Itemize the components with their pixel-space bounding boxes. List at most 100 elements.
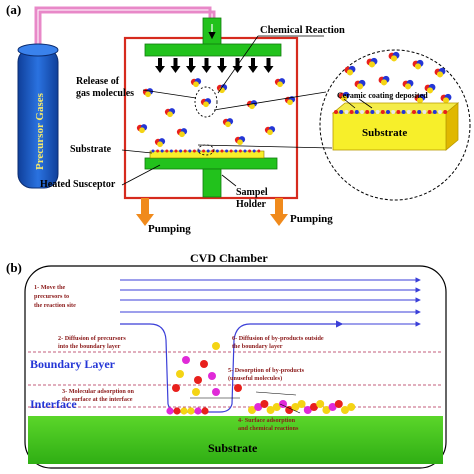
- coating-dot: [151, 149, 155, 153]
- surface-dot: [187, 407, 195, 415]
- leader-lines-a: [121, 35, 373, 187]
- molecule-dot: [182, 356, 190, 364]
- gas-feed-pipe: [34, 6, 216, 50]
- coating-dot: [169, 149, 173, 153]
- pumping-right-label: Pumping: [290, 213, 333, 225]
- step1-line2: precursors to: [34, 293, 69, 300]
- surface-dot: [297, 400, 306, 408]
- down-arrow: [220, 58, 224, 66]
- molecule: [264, 126, 276, 136]
- step5-line2: (unuseful molecules): [228, 375, 282, 382]
- inset-coating-dot: [443, 110, 448, 114]
- molecule-dot: [172, 384, 180, 392]
- down-arrow-head: [186, 66, 196, 73]
- heated-susceptor-label: Heated Susceptor: [40, 179, 116, 190]
- pumping-left-label: Pumping: [148, 223, 191, 235]
- panel-b-tag: (b): [6, 260, 22, 275]
- molecule: [424, 83, 436, 94]
- cvd-chamber-title: CVD Chamber: [190, 251, 268, 265]
- step4-line2: and chemical reactions: [238, 425, 299, 432]
- coating-dot: [188, 149, 192, 153]
- release-label-line1: Release of: [76, 76, 120, 87]
- coating-dot: [165, 149, 169, 153]
- coating-dot: [229, 149, 233, 153]
- down-arrow: [173, 58, 178, 66]
- inset-coating-dot: [380, 110, 385, 114]
- coating-dot: [202, 149, 206, 153]
- molecule: [164, 108, 176, 118]
- down-arrow: [251, 58, 255, 66]
- inset-coating-dot: [375, 110, 380, 114]
- down-arrow-head: [232, 66, 243, 73]
- surface-dot: [194, 407, 202, 415]
- molecule: [440, 93, 452, 104]
- inset-coating-dot: [349, 110, 354, 114]
- molecule: [222, 118, 234, 128]
- step4-line1: 4- Surface adsorption: [238, 417, 296, 424]
- inset-coating-dot: [354, 110, 359, 114]
- molecule: [338, 91, 350, 102]
- coating-dot: [215, 149, 219, 153]
- molecule: [216, 84, 228, 94]
- molecule-dot: [194, 376, 202, 384]
- panel-a-tag: (a): [6, 2, 21, 17]
- molecule-dot: [192, 388, 200, 396]
- step2-line1: 2- Diffusion of precursors: [58, 335, 126, 342]
- inset-coating-dot: [438, 110, 442, 114]
- down-arrow: [204, 58, 209, 66]
- surface-dot: [347, 403, 356, 411]
- inset-coating-layer: [334, 110, 448, 114]
- molecule: [344, 65, 356, 76]
- molecule: [366, 57, 378, 68]
- surface-dot: [260, 400, 269, 408]
- gas-flow-arrows: [155, 58, 274, 73]
- gas-molecules: [136, 78, 296, 148]
- panel-b-molecules: [172, 342, 242, 396]
- inset-coating-dot: [360, 110, 364, 114]
- coating-dot: [243, 149, 247, 153]
- coating-dot: [238, 149, 242, 153]
- molecule: [142, 88, 154, 98]
- coating-dot: [206, 149, 210, 153]
- pumping-arrow-left: [136, 198, 154, 226]
- molecule: [176, 128, 188, 138]
- coating-dot: [192, 149, 196, 153]
- inset-coating-dot: [386, 110, 390, 114]
- step6-line2: the boundary layer: [232, 343, 283, 350]
- inset-coating-dot: [417, 110, 422, 114]
- surface-dot: [272, 403, 281, 411]
- coating-dot: [220, 149, 224, 153]
- coating-dot: [234, 149, 238, 153]
- surface-dot: [328, 403, 337, 411]
- chemical-reaction-label: Chemical Reaction: [260, 25, 345, 36]
- inset-coating-dot: [401, 110, 406, 114]
- coating-dot: [252, 149, 256, 153]
- down-arrow-head: [170, 66, 181, 73]
- down-arrow: [266, 58, 271, 66]
- down-arrow: [189, 58, 193, 66]
- down-arrow-head: [248, 66, 258, 73]
- substrate-highlight: [197, 144, 215, 156]
- inset-coating-dot: [365, 110, 370, 114]
- coating-dots: [151, 149, 261, 153]
- coating-dot: [156, 149, 160, 153]
- inset-coating-dot: [432, 110, 437, 114]
- surface-dot: [266, 406, 275, 414]
- precursor-gases-label: Precursor Gases: [34, 92, 46, 170]
- molecule: [402, 79, 414, 90]
- surface-dot: [248, 406, 256, 414]
- molecule: [274, 78, 286, 88]
- inset-coating-dot: [422, 110, 427, 114]
- showerhead: [144, 17, 282, 57]
- molecule: [190, 78, 202, 88]
- inset-coating-dot: [334, 110, 338, 114]
- precursor-gas-cylinder: [17, 43, 59, 189]
- surface-dot: [173, 407, 181, 415]
- molecule: [388, 51, 400, 62]
- surface-dot: [341, 406, 349, 414]
- inset-coating-dot: [391, 110, 396, 114]
- step3-line2: the surface at the interface: [62, 396, 133, 403]
- molecule: [414, 93, 426, 104]
- leader-lines-b: [190, 391, 301, 414]
- molecule-dot: [212, 342, 220, 350]
